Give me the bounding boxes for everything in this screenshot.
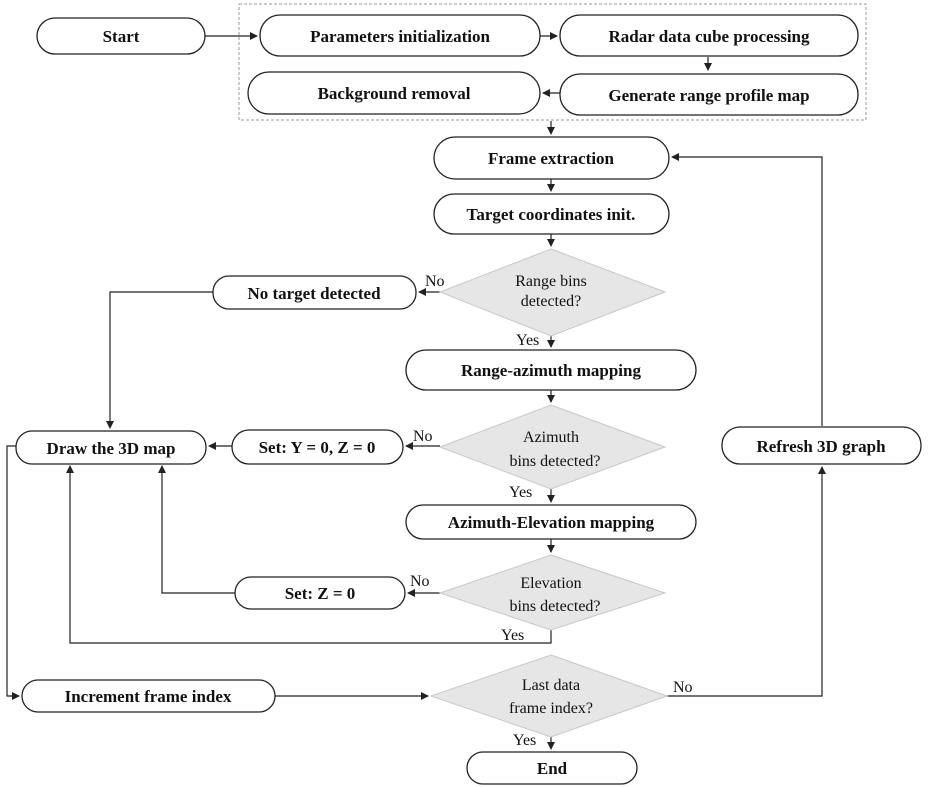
- set-z-node: Set: Z = 0: [234, 576, 406, 610]
- params-node: Parameters initialization: [259, 14, 541, 57]
- label-last-yes: Yes: [513, 732, 536, 749]
- start-node: Start: [36, 17, 206, 55]
- edge-labels: No Yes No Yes No Yes No Yes: [410, 273, 693, 749]
- azimuth-bins-decision: Azimuth bins detected?: [438, 404, 667, 490]
- radar-node: Radar data cube processing: [559, 14, 859, 57]
- radar-label: Radar data cube processing: [608, 27, 810, 46]
- edge-setz-draw: [158, 465, 235, 594]
- params-label: Parameters initialization: [310, 27, 490, 46]
- last-frame-decision: Last data frame index?: [429, 654, 669, 738]
- elevation-bins-line2: bins detected?: [509, 598, 600, 615]
- range-bins-line1: Range bins: [515, 273, 587, 290]
- no-target-node: No target detected: [212, 275, 417, 310]
- azimuth-bins-line1: Azimuth: [523, 429, 579, 446]
- label-last-no: No: [673, 679, 693, 696]
- refresh-node: Refresh 3D graph: [721, 426, 922, 465]
- last-frame-line1: Last data: [522, 677, 580, 694]
- label-range-yes: Yes: [516, 332, 539, 349]
- range-bins-decision: Range bins detected?: [438, 248, 667, 337]
- target-coords-node: Target coordinates init.: [433, 193, 670, 235]
- increment-node: Increment frame index: [21, 679, 276, 713]
- edge-draw-increment: [6, 445, 20, 700]
- edge-notarget-draw: [106, 291, 213, 429]
- background-node: Background removal: [247, 71, 541, 115]
- increment-label: Increment frame index: [65, 687, 232, 706]
- target-coords-label: Target coordinates init.: [467, 205, 636, 224]
- label-elevation-yes: Yes: [501, 627, 524, 644]
- edge-elevationbins-draw: [66, 465, 552, 644]
- end-label: End: [537, 759, 568, 778]
- no-target-label: No target detected: [247, 284, 381, 303]
- end-node: End: [466, 751, 638, 785]
- last-frame-line2: frame index?: [509, 700, 593, 717]
- edges: [6, 32, 826, 750]
- elevation-bins-decision: Elevation bins detected?: [438, 554, 667, 631]
- range-azimuth-node: Range-azimuth mapping: [405, 349, 697, 391]
- background-label: Background removal: [318, 84, 471, 103]
- range-profile-label: Generate range profile map: [608, 86, 809, 105]
- preprocessing-group: [238, 3, 867, 121]
- draw-3d-label: Draw the 3D map: [47, 439, 176, 458]
- set-yz-label: Set: Y = 0, Z = 0: [259, 438, 376, 457]
- range-profile-node: Generate range profile map: [559, 73, 859, 116]
- label-azimuth-yes: Yes: [509, 484, 532, 501]
- elevation-bins-line1: Elevation: [520, 575, 581, 592]
- azimuth-bins-line2: bins detected?: [509, 453, 600, 470]
- frame-extraction-node: Frame extraction: [433, 136, 670, 180]
- edge-refresh-frame: [671, 153, 823, 426]
- draw-3d-node: Draw the 3D map: [15, 430, 207, 465]
- azimuth-elevation-label: Azimuth-Elevation mapping: [448, 513, 655, 532]
- start-label: Start: [103, 27, 140, 46]
- range-bins-line2: detected?: [521, 293, 581, 310]
- label-azimuth-no: No: [413, 428, 433, 445]
- set-z-label: Set: Z = 0: [285, 584, 356, 603]
- set-yz-node: Set: Y = 0, Z = 0: [231, 429, 404, 465]
- range-azimuth-label: Range-azimuth mapping: [461, 361, 641, 380]
- azimuth-elevation-node: Azimuth-Elevation mapping: [405, 504, 697, 540]
- refresh-label: Refresh 3D graph: [756, 437, 886, 456]
- label-elevation-no: No: [410, 573, 430, 590]
- label-range-no: No: [425, 273, 445, 290]
- frame-extraction-label: Frame extraction: [488, 149, 615, 168]
- edge-lastframe-refresh: [667, 466, 826, 697]
